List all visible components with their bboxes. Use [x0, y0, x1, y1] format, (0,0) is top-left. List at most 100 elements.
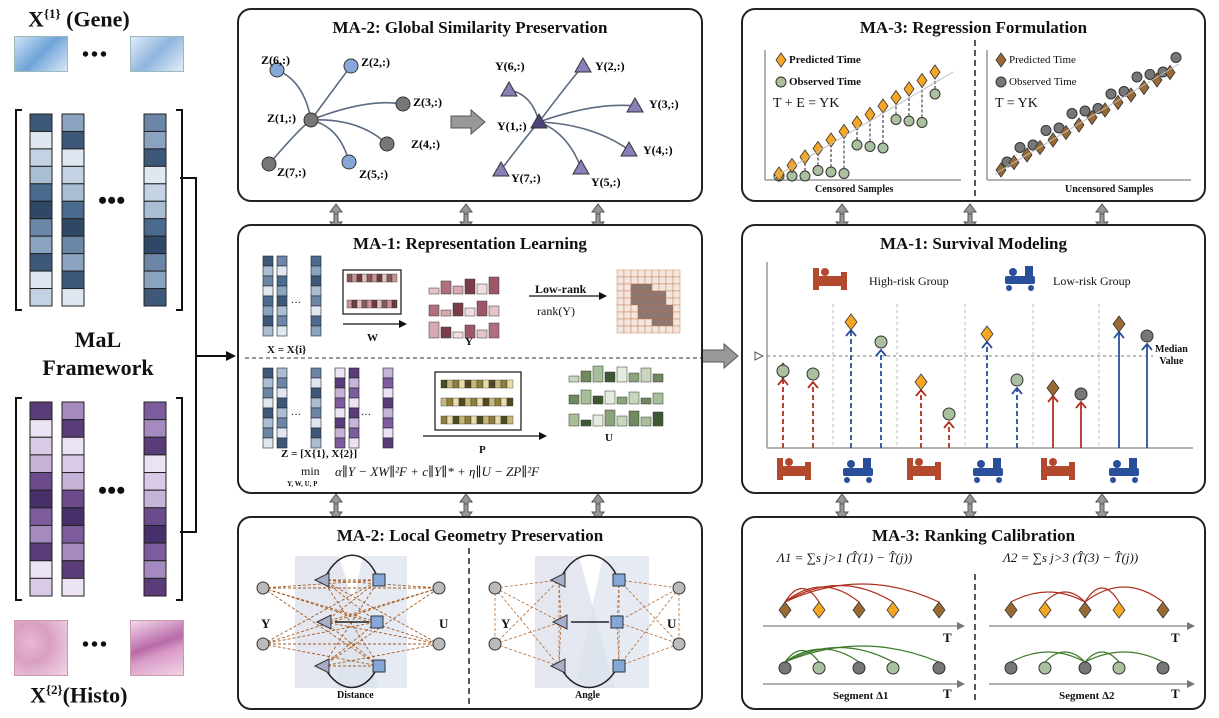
u-bar — [580, 419, 592, 427]
objective-min: min — [301, 464, 320, 478]
survival-diamond — [844, 313, 858, 331]
distance-edge — [322, 587, 440, 667]
mapping-arc — [324, 667, 378, 689]
u-bar — [580, 389, 592, 405]
predicted-point — [786, 157, 798, 174]
median-label: Median Value — [1155, 344, 1188, 368]
lowrank-cell — [623, 290, 632, 299]
lowrank-cell — [616, 325, 625, 334]
survival-circle — [942, 407, 956, 421]
rank-arc — [784, 649, 820, 663]
legend-observed-marker — [995, 76, 1007, 88]
patient-icon-low — [866, 477, 872, 483]
panel-title: MA-3: Ranking Calibration — [871, 526, 1076, 545]
ranking-diamond — [1112, 601, 1126, 619]
predicted-point — [812, 140, 824, 157]
observed-point — [1144, 69, 1156, 80]
p-cell — [470, 415, 478, 425]
observed-point — [1040, 125, 1052, 136]
lowrank-cell — [665, 297, 674, 306]
z-cell — [276, 437, 288, 449]
survival-circle — [776, 364, 790, 378]
low-risk-icon — [1009, 268, 1017, 276]
angle-y-label: Y — [501, 616, 511, 631]
z-cell — [334, 407, 346, 419]
u-bar — [616, 396, 628, 405]
u-bar — [640, 367, 652, 383]
patient-icon-low — [844, 477, 850, 483]
framework-line2: Framework — [42, 355, 154, 380]
angle-edge — [618, 587, 680, 667]
p-cell — [476, 397, 484, 407]
x-cell — [310, 325, 322, 337]
lowrank-cell — [637, 297, 646, 306]
ranking-circle — [1078, 661, 1092, 675]
lowrank-cell — [623, 283, 632, 292]
z-node-label: Z(2,:) — [361, 55, 390, 69]
observed-point — [877, 142, 889, 154]
z-cell — [276, 387, 288, 399]
y-bar — [452, 331, 464, 339]
patient-icon-high — [935, 462, 941, 480]
lowrank-cell — [630, 318, 639, 327]
bracket-right — [176, 109, 183, 311]
lowrank-cell — [616, 276, 625, 285]
y-bar — [488, 276, 500, 295]
u-bar — [604, 409, 616, 427]
angle-edge — [494, 587, 560, 667]
y-node-label: Y(3,:) — [649, 97, 679, 111]
p-cell — [482, 379, 490, 389]
z-cell — [262, 397, 274, 409]
observed-point — [916, 117, 928, 128]
high-risk-icon — [813, 276, 847, 286]
gene-superscript: {1} — [43, 6, 61, 21]
lowrank-cell — [672, 318, 681, 327]
p-cell — [464, 397, 472, 407]
matrix-cell — [61, 577, 85, 597]
lowrank-cell — [644, 290, 653, 299]
ranking-diamond — [1078, 601, 1092, 619]
observed-point — [1105, 88, 1117, 100]
ranking-circle — [1112, 661, 1126, 675]
survival-circle — [874, 335, 888, 349]
y-node — [492, 160, 510, 177]
w-cell — [386, 299, 393, 309]
w-cell — [351, 299, 358, 309]
p-cell — [506, 397, 514, 407]
lowrank-cell — [651, 276, 660, 285]
z-node-label: Z(3,:) — [413, 95, 442, 109]
legend-predicted-right: Predicted Time — [1009, 54, 1076, 66]
p-label: P — [479, 444, 486, 456]
lowrank-cell — [665, 318, 674, 327]
lowrank-cell — [665, 311, 674, 320]
patient-icon-low — [1113, 460, 1121, 468]
bracket-right — [176, 397, 183, 601]
p-cell — [494, 397, 502, 407]
rank-arc — [1010, 591, 1086, 603]
y-triangle — [549, 572, 566, 588]
y-bar — [440, 309, 452, 317]
w-cell — [381, 299, 388, 309]
z-cell — [382, 377, 394, 389]
w-cell — [351, 273, 358, 283]
y-node-label: Y(1,:) — [497, 119, 527, 133]
p-cell — [452, 415, 460, 425]
lowrank-cell — [658, 304, 667, 313]
lowrank-cell — [644, 276, 653, 285]
z-cell — [334, 387, 346, 399]
z-cell — [276, 367, 288, 379]
lowrank-cell — [658, 283, 667, 292]
y-bar — [440, 280, 452, 295]
lowrank-cell — [623, 276, 632, 285]
p-cell — [506, 415, 514, 425]
patient-icon-high — [777, 466, 811, 476]
angle-label: Angle — [575, 690, 600, 701]
panel-title: MA-2: Local Geometry Preservation — [336, 526, 604, 545]
observed-point — [1079, 105, 1091, 117]
w-cell — [381, 273, 388, 283]
z-cell — [262, 367, 274, 379]
y-bar — [476, 329, 488, 339]
panel-title: MA-3: Regression Formulation — [859, 18, 1088, 37]
low-rank-label: Low-rank — [535, 282, 587, 296]
ranking-circle — [778, 661, 792, 675]
